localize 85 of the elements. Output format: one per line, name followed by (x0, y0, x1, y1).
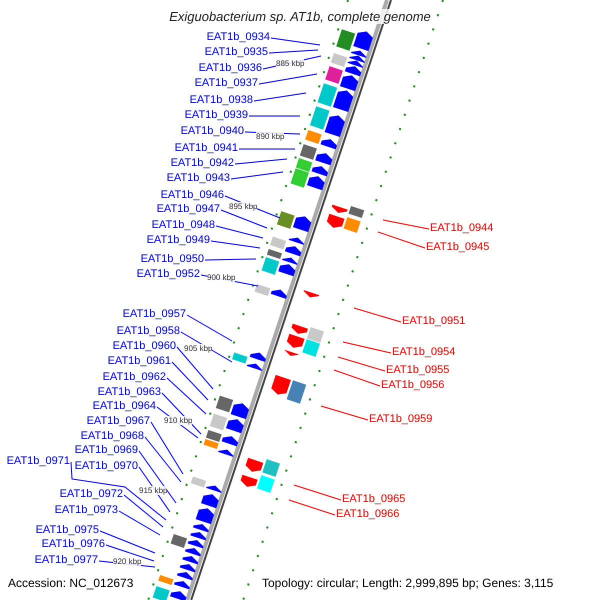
gene-label: EAT1b_0940 (180, 125, 244, 138)
gene-label: EAT1b_0950 (140, 253, 204, 266)
gene-label: EAT1b_0970 (74, 460, 138, 473)
leader-line (176, 346, 214, 390)
leader-line (334, 370, 380, 386)
gene-label: EAT1b_0943 (166, 172, 230, 185)
leader-line (270, 38, 320, 46)
gene-label: EAT1b_0973 (54, 504, 118, 517)
gene-label: EAT1b_0959 (369, 413, 432, 426)
gene-label: EAT1b_0937 (194, 77, 258, 90)
scale-label: 885 kbp (276, 59, 304, 68)
gene-label: EAT1b_0936 (198, 62, 262, 75)
gene-label: EAT1b_0975 (36, 524, 99, 537)
gene-label: EAT1b_0961 (108, 355, 171, 368)
gene-label: EAT1b_0960 (112, 340, 176, 353)
gene-label: EAT1b_0967 (86, 415, 150, 428)
gene-label: EAT1b_0968 (80, 430, 144, 443)
leader-line (204, 258, 256, 260)
gene-label: EAT1b_0941 (174, 142, 238, 155)
leader-line (288, 500, 336, 516)
leader-line (186, 314, 232, 342)
gene-label: EAT1b_0951 (402, 315, 466, 328)
scale-label: 920 kbp (113, 557, 142, 566)
gene-label: EAT1b_0971 (6, 455, 70, 468)
leader-line (138, 450, 176, 504)
scale-label: 905 kbp (184, 344, 212, 353)
leader-line (354, 308, 402, 322)
gene-label: EAT1b_0958 (116, 325, 180, 338)
leader-line (254, 92, 306, 102)
footer-text: Topology: circular; Length: 2,999,895 bp; Genes: 3,115 (262, 576, 554, 590)
gene-label: EAT1b_0969 (74, 444, 138, 457)
gene-label: EAT1b_0945 (426, 241, 490, 254)
scale-label: 890 kbp (256, 132, 284, 141)
leader-line (220, 210, 268, 228)
leader-line (294, 484, 342, 500)
gene-label: EAT1b_0948 (152, 219, 215, 232)
gene-label: EAT1b_0956 (381, 379, 444, 392)
gene-label: EAT1b_0935 (204, 46, 268, 59)
leader-line (216, 226, 264, 238)
leader-line (258, 74, 318, 84)
leader-line (150, 422, 184, 474)
leader-line (230, 172, 284, 180)
leader-line (106, 544, 154, 562)
gene-label: EAT1b_0955 (386, 364, 450, 377)
leader-line (166, 378, 206, 414)
leader-line (124, 494, 164, 528)
leader-line (268, 50, 318, 54)
gene-label: EAT1b_0938 (190, 94, 253, 107)
leader-line (70, 462, 166, 520)
gene-label: EAT1b_0965 (342, 493, 406, 506)
gene-label: EAT1b_0957 (122, 308, 186, 321)
leader-line (172, 362, 208, 400)
gene-label: EAT1b_0972 (60, 488, 123, 501)
footer-text: Accession: NC_012673 (8, 576, 134, 590)
gene-label: EAT1b_0963 (98, 386, 161, 399)
leader-line (378, 232, 426, 248)
scale-label: 910 kbp (164, 416, 192, 425)
leader-line (320, 406, 368, 420)
gene-label: EAT1b_0942 (170, 157, 234, 170)
gene-label: EAT1b_0964 (92, 400, 156, 413)
scale-label: 895 kbp (229, 202, 258, 211)
gene-label: EAT1b_0977 (34, 554, 98, 567)
leader-line (118, 510, 160, 536)
leader-line (338, 356, 386, 372)
leader-line (144, 436, 182, 482)
gene-label: EAT1b_0954 (392, 346, 456, 359)
title: Exiguobacterium sp. AT1b, complete genome (169, 9, 431, 24)
gene-label: EAT1b_0966 (336, 508, 400, 521)
gene-label: EAT1b_0962 (102, 371, 166, 384)
gene-label: EAT1b_0952 (136, 268, 200, 281)
leader-line (234, 158, 288, 164)
gene-label: EAT1b_0934 (206, 31, 270, 44)
gene-label: EAT1b_0949 (146, 234, 210, 247)
gene-label: EAT1b_0946 (160, 189, 224, 202)
leader-line (210, 240, 260, 248)
gene-label: EAT1b_0939 (184, 109, 248, 122)
leader-line (342, 342, 392, 354)
leader-line (100, 530, 156, 554)
scale-label: 900 kbp (207, 273, 236, 282)
gene-label: EAT1b_0976 (42, 538, 105, 551)
gene-label: EAT1b_0944 (430, 222, 494, 235)
gene-label: EAT1b_0947 (156, 203, 220, 216)
leader-line (238, 148, 296, 150)
scale-label: 915 kbp (139, 486, 168, 495)
leader-line (382, 220, 430, 230)
